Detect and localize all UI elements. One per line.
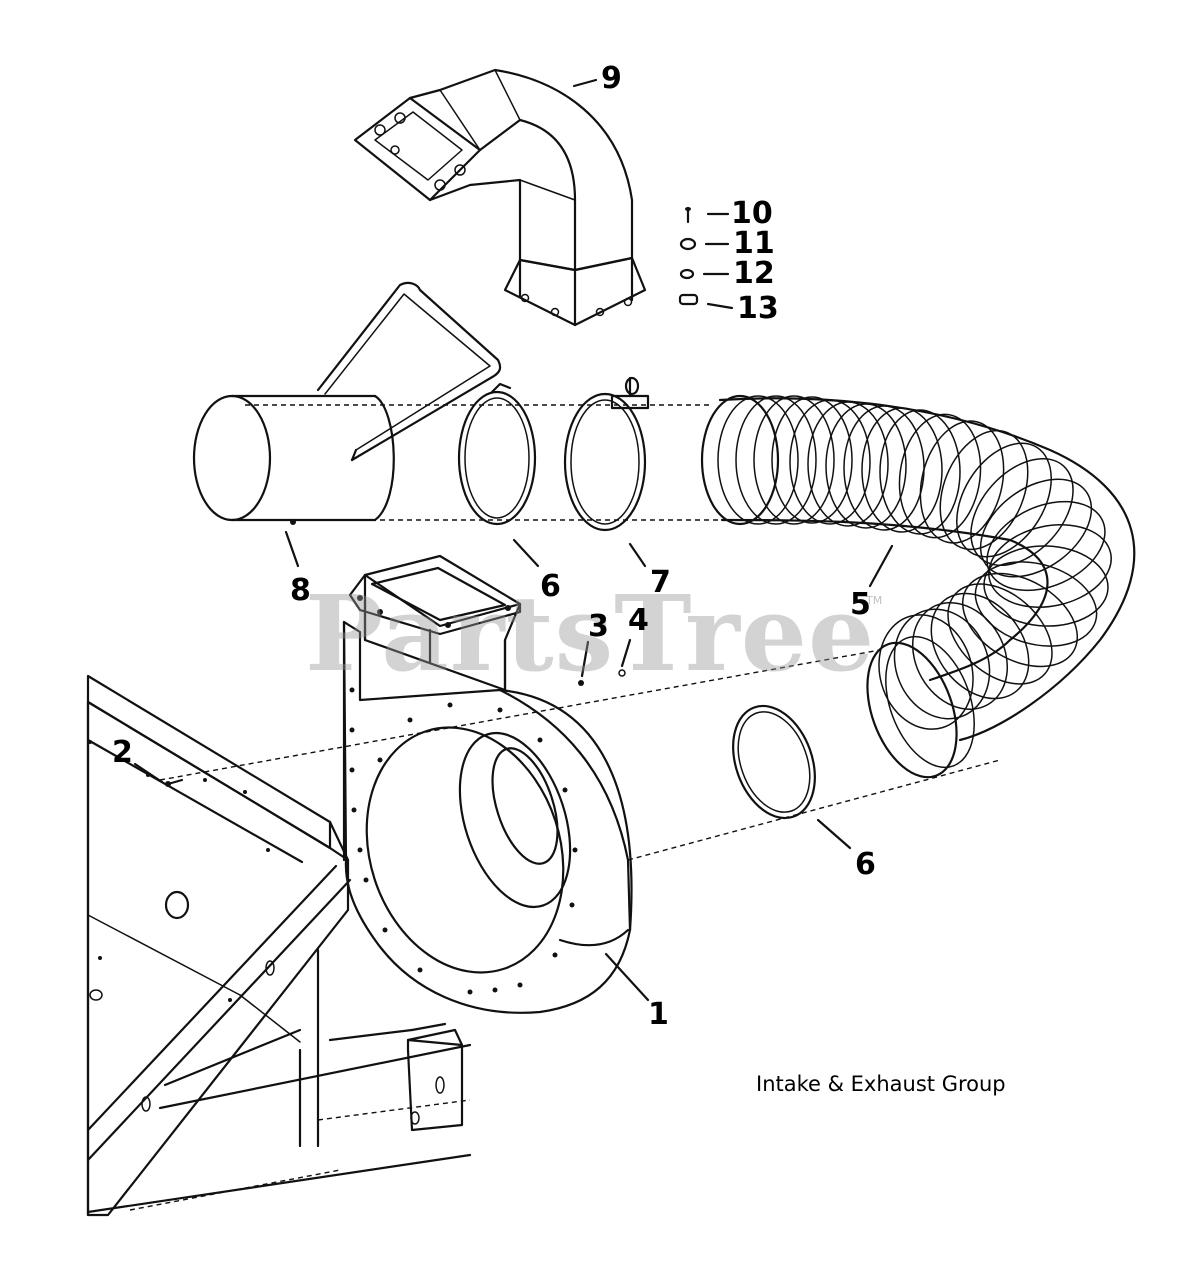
hose-clamp-upper — [457, 382, 537, 526]
hardware-washer — [679, 237, 697, 251]
callout-7: 7 — [650, 565, 671, 600]
chassis-frame — [86, 674, 472, 1217]
screw — [165, 778, 184, 787]
diagram-caption: Intake & Exhaust Group — [756, 1072, 1006, 1096]
callout-11: 11 — [733, 226, 775, 261]
bolt-3 — [578, 680, 584, 686]
callout-3: 3 — [588, 609, 609, 644]
callout-4: 4 — [628, 603, 649, 638]
flexible-duct-hose — [700, 394, 1136, 779]
callout-2: 2 — [112, 735, 133, 770]
partstree-watermark: PartsTree — [305, 572, 876, 695]
callout-6-upper: 6 — [540, 569, 561, 604]
callout-10: 10 — [731, 196, 773, 231]
callout-5: 5 — [850, 587, 871, 622]
trademark-mark: TM — [866, 594, 883, 607]
callout-1: 1 — [648, 997, 669, 1032]
hardware-spacer — [678, 293, 699, 306]
clamp-with-bolt — [563, 376, 650, 532]
leader-lines — [133, 78, 894, 1002]
callout-9: 9 — [601, 61, 622, 96]
hardware-lock-washer — [679, 268, 695, 280]
callout-12: 12 — [733, 256, 775, 291]
nut-4 — [618, 669, 626, 677]
intake-cylinder — [192, 281, 502, 525]
exhaust-elbow — [353, 68, 647, 327]
hardware-bolt — [685, 206, 691, 224]
blower-housing — [342, 554, 633, 1014]
callout-8: 8 — [290, 573, 311, 608]
callout-13: 13 — [737, 291, 779, 326]
callout-6-lower: 6 — [855, 847, 876, 882]
hose-clamp-lower — [732, 704, 816, 820]
